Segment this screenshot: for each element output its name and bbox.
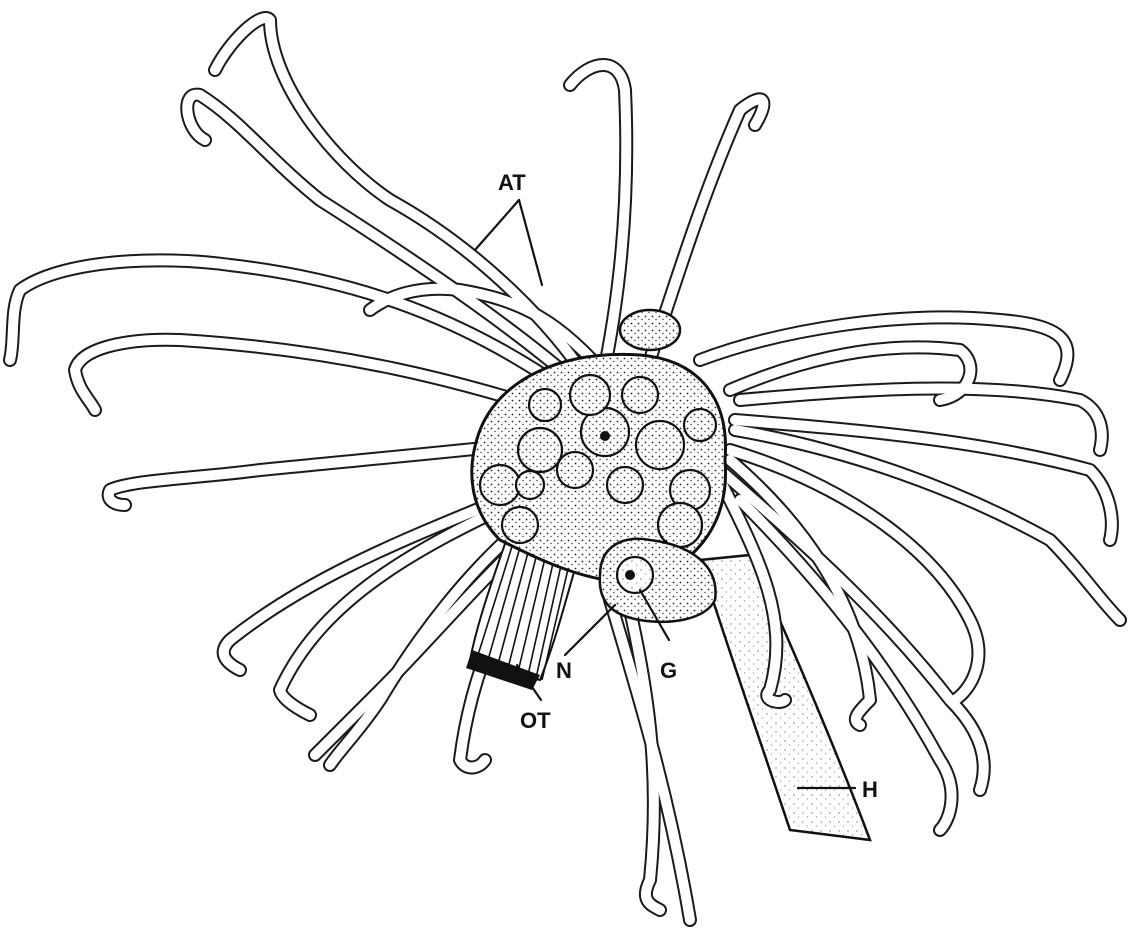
gonophore-lower bbox=[600, 539, 716, 622]
label-ot: OT bbox=[520, 708, 551, 733]
label-at: AT bbox=[498, 170, 526, 195]
label-n: N bbox=[556, 658, 572, 683]
label-h: H bbox=[862, 777, 878, 802]
label-g: G bbox=[660, 658, 677, 683]
